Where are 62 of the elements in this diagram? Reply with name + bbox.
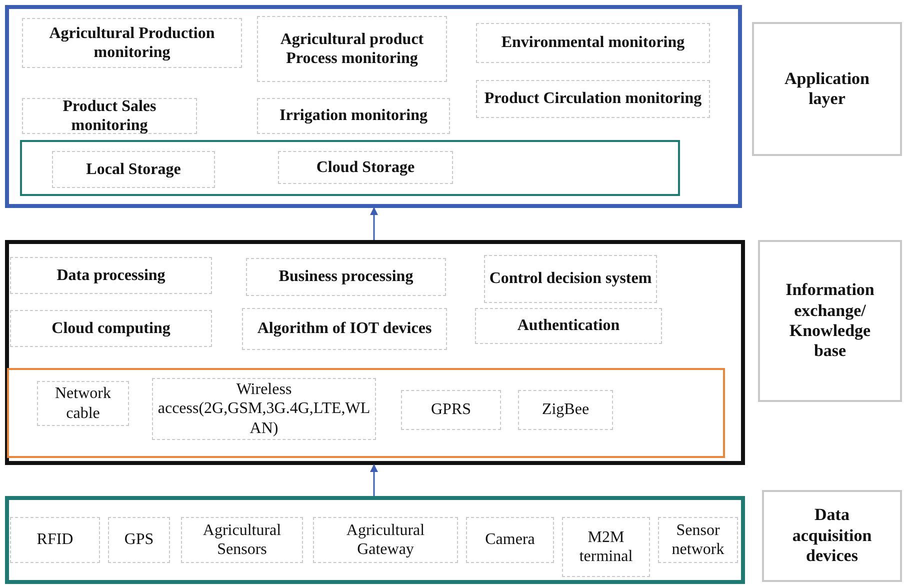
node-label: Business processing <box>278 267 414 287</box>
node-label: Data acquisition devices <box>791 505 873 567</box>
node-label: Information exchange/ Knowledge base <box>784 280 876 362</box>
node-label: GPS <box>123 530 155 550</box>
node-label: Environmental monitoring <box>500 33 686 53</box>
node-label: ZigBee <box>540 400 590 420</box>
layer-label-box <box>762 490 902 582</box>
node-label: Cloud Storage <box>315 158 416 178</box>
device-box <box>562 517 650 577</box>
node-label: Agricultural Sensors <box>202 520 282 560</box>
node-label: Agricultural product Process monitoring <box>279 30 425 68</box>
process-box <box>401 390 501 430</box>
node-label: Control decision system <box>488 269 653 289</box>
node-label: Cloud computing <box>50 318 172 338</box>
process-box <box>476 80 710 118</box>
layer-panel <box>5 240 745 465</box>
node-label: Agricultural Gateway <box>345 520 426 560</box>
node-label: Algorithm of IOT devices <box>256 319 433 339</box>
device-box <box>108 517 170 563</box>
node-label: Wireless access(2G,GSM,3G.4G,LTE,WLAN) <box>156 380 372 438</box>
layer-label-box <box>752 22 902 156</box>
node-label: Agricultural Production monitoring <box>48 24 216 62</box>
storage-panel <box>20 140 680 196</box>
process-box <box>22 98 197 134</box>
process-box <box>484 255 657 303</box>
device-box <box>466 517 554 563</box>
device-box <box>658 517 738 563</box>
process-box <box>10 310 212 347</box>
node-label: Camera <box>484 530 536 550</box>
process-box <box>22 18 242 68</box>
device-box <box>313 517 458 563</box>
process-box <box>257 98 450 134</box>
device-box <box>181 517 303 563</box>
layer-panel <box>5 496 745 584</box>
network-panel <box>7 368 725 458</box>
process-box <box>37 381 129 426</box>
node-label: Sensor network <box>670 520 726 560</box>
process-box <box>476 23 710 63</box>
node-label: Authentication <box>516 316 621 336</box>
process-box <box>52 151 215 188</box>
process-box <box>242 308 447 350</box>
node-label: Product Sales monitoring <box>62 96 158 136</box>
process-box <box>278 151 453 184</box>
process-box <box>257 16 447 82</box>
arrow <box>370 207 378 240</box>
arrow <box>370 464 378 496</box>
node-label: M2M terminal <box>578 528 634 566</box>
node-label: Irrigation monitoring <box>278 106 428 126</box>
node-label: Product Circulation monitoring <box>483 89 703 109</box>
node-label: RFID <box>36 530 74 550</box>
process-box <box>246 258 446 296</box>
layer-label-box <box>758 240 902 402</box>
node-label: GPRS <box>430 400 472 420</box>
node-label: Data processing <box>56 266 166 286</box>
node-label: Network cable <box>54 384 112 423</box>
node-label: Local Storage <box>85 160 182 180</box>
process-box <box>10 257 212 294</box>
process-box <box>475 308 662 344</box>
layer-panel <box>5 5 742 208</box>
node-label: Application layer <box>783 68 871 110</box>
process-box <box>518 390 613 430</box>
device-box <box>10 517 100 563</box>
